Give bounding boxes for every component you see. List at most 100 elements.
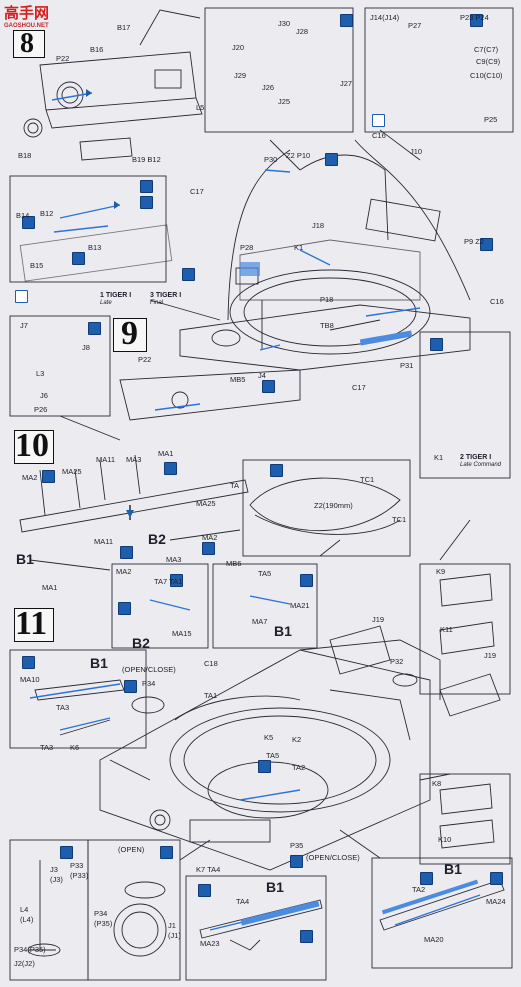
part-label: P33 [70, 861, 84, 870]
detail-frame-k9 [419, 563, 511, 695]
watermark-text: 高手网 [4, 5, 50, 22]
variant-2-name: TIGER I [465, 454, 492, 461]
part-label: C9(C9) [476, 57, 501, 66]
cement-icon [340, 14, 353, 27]
part-label: MA11 [96, 455, 116, 464]
part-label: TA2 [412, 885, 426, 894]
subassembly-label: B1 [444, 861, 462, 877]
part-label: J8 [82, 343, 90, 352]
part-label: J28 [296, 27, 309, 36]
part-label: P34 [142, 679, 156, 688]
part-label: P22 [138, 355, 152, 364]
part-label: (L4) [20, 915, 34, 924]
part-label: MA25 [196, 499, 216, 508]
part-label: (J1) [168, 931, 181, 940]
part-label: TB8 [320, 321, 334, 330]
detail-frame-k8 [419, 773, 511, 865]
site-watermark-logo: 高手网 GAOSHOU.NET [4, 2, 49, 29]
paint-icon [42, 470, 55, 483]
part-label: P23 P24 [460, 13, 489, 22]
part-label: MA3 [166, 555, 182, 564]
subassembly-label: B2 [148, 531, 166, 547]
cement-icon [22, 656, 35, 669]
part-label: K7 TA4 [196, 865, 221, 874]
paint-icon [182, 268, 195, 281]
part-label: TA7 TA1 [154, 577, 183, 586]
part-label: J19 [372, 615, 385, 624]
part-label: J27 [340, 79, 353, 88]
detail-frame-ma10 [9, 649, 147, 749]
cement-icon [325, 153, 338, 166]
part-label: Z2(190mm) [314, 501, 353, 510]
cement-icon [124, 680, 137, 693]
step-9-number: 9 [121, 315, 138, 352]
cement-icon [420, 872, 433, 885]
part-label: J19 [484, 651, 497, 660]
part-label: (OPEN/CLOSE) [122, 665, 176, 674]
part-label: TA2 [292, 763, 306, 772]
part-label: P18 [320, 295, 334, 304]
variant-final-note: 3 TIGER I Final [150, 292, 181, 307]
step-8-box: 8 [13, 28, 45, 59]
paint-icon [164, 462, 177, 475]
cement-icon [22, 216, 35, 229]
part-label: K9 [436, 567, 446, 576]
part-label: K1 [294, 243, 304, 252]
part-label: MA10 [20, 675, 40, 684]
step-9-box: 9 [113, 315, 147, 352]
hatch-direction-arrows [86, 89, 134, 518]
part-label: K11 [440, 625, 453, 634]
part-label: K5 [264, 733, 274, 742]
part-label: MA7 [252, 617, 268, 626]
part-label: K8 [432, 779, 442, 788]
part-label: J25 [278, 97, 291, 106]
part-label: (P33) [70, 871, 89, 880]
cement-icon [300, 574, 313, 587]
variant-2-sub: Late Command [460, 462, 502, 468]
part-label: K1 [434, 453, 444, 462]
paint-icon [72, 252, 85, 265]
part-label: TA4 [236, 897, 250, 906]
variant-3-name: TIGER I [155, 292, 182, 299]
part-label: TA3 [40, 743, 54, 752]
variant-late-note: 1 TIGER I Late [100, 292, 131, 307]
cement-icon [490, 872, 503, 885]
cement-icon [170, 574, 183, 587]
step-11-number: 11 [15, 605, 48, 642]
subassembly-label: B1 [90, 655, 108, 671]
part-label: P9 Z2 [464, 237, 485, 246]
paint-icon [262, 380, 275, 393]
part-label: MA15 [172, 629, 192, 638]
part-label: P34 [94, 909, 108, 918]
detail-frame-ma24 [371, 857, 513, 969]
part-label: C18 [204, 659, 218, 668]
part-label: B17 [117, 23, 131, 32]
part-label: MA1 [158, 449, 174, 458]
detail-frame-rail [9, 175, 167, 283]
part-label: C17 [190, 187, 204, 196]
paint-icon [60, 846, 73, 859]
variant-1-name: TIGER I [105, 292, 132, 299]
part-label: J20 [232, 43, 245, 52]
part-label: TA [230, 481, 240, 490]
part-label: (OPEN) [118, 845, 145, 854]
subassembly-label: B1 [266, 879, 284, 895]
cement-icon [140, 196, 153, 209]
part-label: L5 [196, 103, 205, 112]
detail-frame-hatch [364, 7, 514, 133]
part-label: MA23 [200, 939, 220, 948]
part-label: MA2 [202, 533, 218, 542]
part-label: J1 [168, 921, 176, 930]
part-label: P34(P35) [14, 945, 46, 954]
part-label: MA1 [42, 583, 58, 592]
part-label: MA2 [22, 473, 38, 482]
paint-icon [120, 546, 133, 559]
part-label: MA25 [62, 467, 82, 476]
part-label: P27 [408, 21, 422, 30]
cement-icon [258, 760, 271, 773]
part-label: B19 B12 [132, 155, 161, 164]
part-label: J30 [278, 19, 291, 28]
part-label: P31 [400, 361, 414, 370]
part-label: MB5 [230, 375, 246, 384]
